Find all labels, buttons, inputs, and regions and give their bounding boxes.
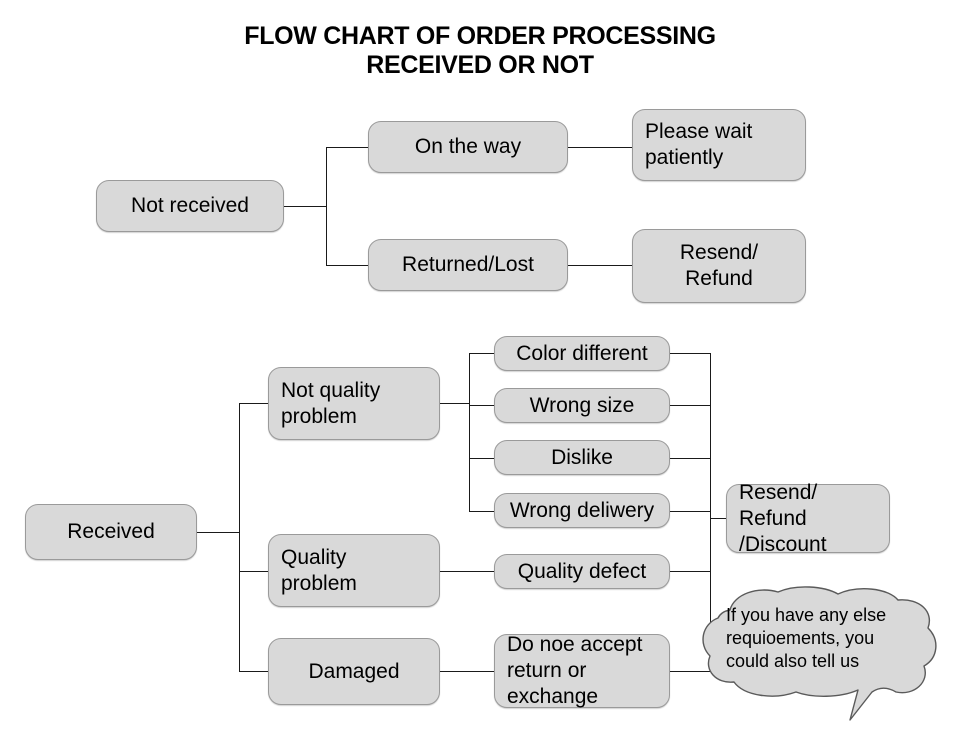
node-color-different[interactable]: Color different bbox=[494, 336, 670, 371]
node-damaged[interactable]: Damaged bbox=[268, 638, 440, 705]
node-not-quality-problem[interactable]: Not quality problem bbox=[268, 367, 440, 440]
connector-to-quality-defect bbox=[440, 571, 494, 572]
node-do-not-accept-return-or-exchange[interactable]: Do noe accept return or exchange bbox=[494, 633, 670, 708]
node-on-the-way[interactable]: On the way bbox=[368, 121, 568, 173]
connector-received-stem bbox=[197, 532, 239, 533]
node-quality-defect[interactable]: Quality defect bbox=[494, 554, 670, 589]
connector-returned-lost-to-outcome bbox=[568, 265, 632, 266]
connector-to-color-different bbox=[469, 353, 494, 354]
connector-received-spine bbox=[239, 403, 240, 671]
connector-collector-to-outcome bbox=[710, 518, 726, 519]
node-resend-refund[interactable]: Resend/ Refund bbox=[632, 229, 806, 303]
node-returned-lost[interactable]: Returned/Lost bbox=[368, 239, 568, 291]
connector-to-dislike bbox=[469, 458, 494, 459]
callout-bubble-text: If you have any else requioements, you c… bbox=[726, 605, 887, 671]
node-not-received[interactable]: Not received bbox=[96, 180, 284, 232]
node-please-wait-patiently[interactable]: Please wait patiently bbox=[632, 109, 806, 181]
node-wrong-deliwery[interactable]: Wrong deliwery bbox=[494, 493, 670, 528]
node-received[interactable]: Received bbox=[25, 504, 197, 560]
connector-dislike-out bbox=[670, 458, 710, 459]
connector-outcome-collector-spine bbox=[710, 353, 711, 672]
connector-not-received-spine bbox=[326, 147, 327, 266]
connector-do-not-accept-out bbox=[670, 671, 710, 672]
connector-on-the-way-to-outcome bbox=[568, 147, 632, 148]
node-quality-problem[interactable]: Quality problem bbox=[268, 534, 440, 607]
callout-bubble[interactable]: If you have any else requioements, you c… bbox=[700, 586, 950, 726]
connector-to-do-not-accept bbox=[440, 671, 494, 672]
callout-bubble-shape bbox=[702, 586, 937, 721]
connector-to-returned-lost bbox=[326, 265, 368, 266]
connector-not-quality-subspine bbox=[469, 353, 470, 512]
connector-quality-defect-out bbox=[670, 571, 710, 572]
connector-wrong-size-out bbox=[670, 405, 710, 406]
connector-to-damaged bbox=[239, 671, 268, 672]
connector-color-different-out bbox=[670, 353, 710, 354]
page-title: FLOW CHART OF ORDER PROCESSING RECEIVED … bbox=[244, 22, 716, 79]
node-dislike[interactable]: Dislike bbox=[494, 440, 670, 475]
connector-to-wrong-size bbox=[469, 405, 494, 406]
node-wrong-size[interactable]: Wrong size bbox=[494, 388, 670, 423]
connector-not-received-stem bbox=[284, 206, 326, 207]
connector-wrong-deliwery-out bbox=[670, 511, 710, 512]
connector-to-not-quality-problem bbox=[239, 403, 268, 404]
connector-to-wrong-deliwery bbox=[469, 511, 494, 512]
connector-to-quality-problem bbox=[239, 571, 268, 572]
connector-not-quality-stem bbox=[440, 403, 469, 404]
node-resend-refund-discount[interactable]: Resend/ Refund /Discount bbox=[726, 481, 890, 556]
connector-to-on-the-way bbox=[326, 147, 368, 148]
